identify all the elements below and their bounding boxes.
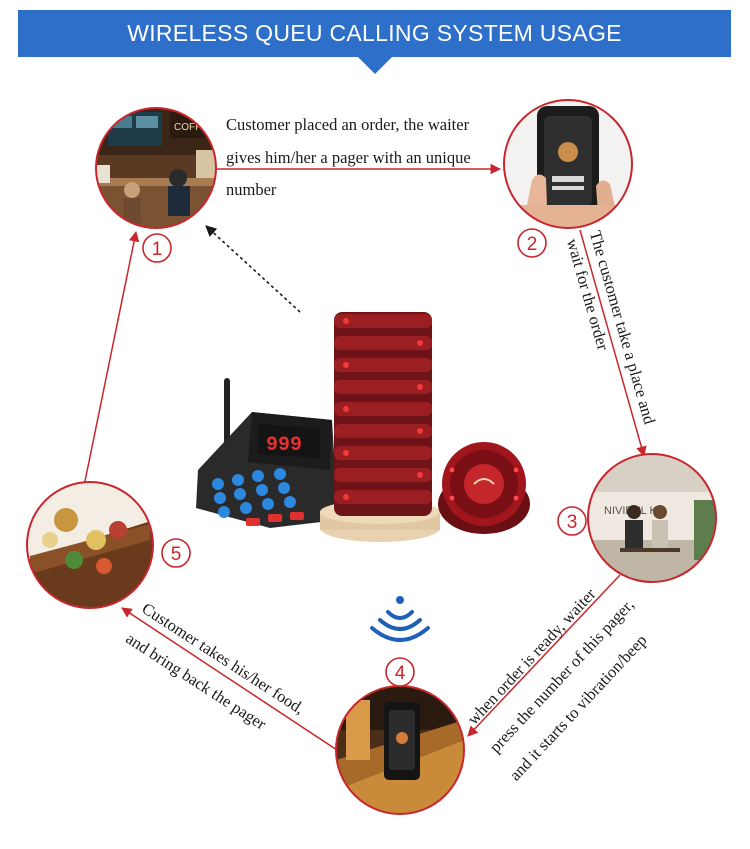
step-2-pager-in-hand-photo (503, 99, 633, 229)
step-2-number-badge: 2 (517, 228, 547, 258)
svg-text:2: 2 (527, 234, 538, 255)
keypad-transmitter: 999 (196, 378, 338, 528)
svg-text:5: 5 (171, 544, 182, 565)
step-1-text-line-1: Customer placed an order, the waiter (226, 115, 470, 134)
arrow-4-to-5 (121, 607, 341, 753)
return-pager-dashed-arrow (205, 225, 301, 313)
round-pager (438, 442, 530, 534)
arrow-2-to-3 (579, 229, 647, 458)
step-4-number-badge: 4 (385, 657, 415, 687)
page-title: WIRELESS QUEU CALLING SYSTEM USAGE (127, 20, 622, 46)
keypad-buttons (212, 468, 304, 526)
wireless-signal-icon (370, 596, 430, 642)
keypad-display: 999 (266, 434, 302, 457)
step-1-number-badge: 1 (142, 233, 172, 263)
step-5-number-badge: 5 (161, 538, 191, 568)
svg-text:3: 3 (567, 512, 578, 533)
step-4-pager-on-table-photo (335, 685, 465, 815)
pager-stack (320, 312, 440, 542)
step-1-text-line-2: gives him/her a pager with an unique (226, 148, 471, 167)
coffee-sign: COFFEE (174, 122, 215, 133)
title-banner (18, 10, 731, 57)
banner-pointer (357, 56, 393, 74)
svg-text:4: 4 (395, 663, 406, 684)
svg-text:1: 1 (152, 239, 163, 260)
step-3-number-badge: 3 (557, 506, 587, 536)
step-5-food-photo (26, 481, 154, 609)
arrow-3-to-4 (467, 574, 621, 737)
arrow-5-to-1 (83, 230, 140, 487)
step-1-text-line-3: number (226, 180, 277, 199)
step-3-cafe-guests-photo: NIVIPUL KA (587, 453, 717, 583)
step-1-cafe-photo: COFFEE (95, 107, 217, 229)
